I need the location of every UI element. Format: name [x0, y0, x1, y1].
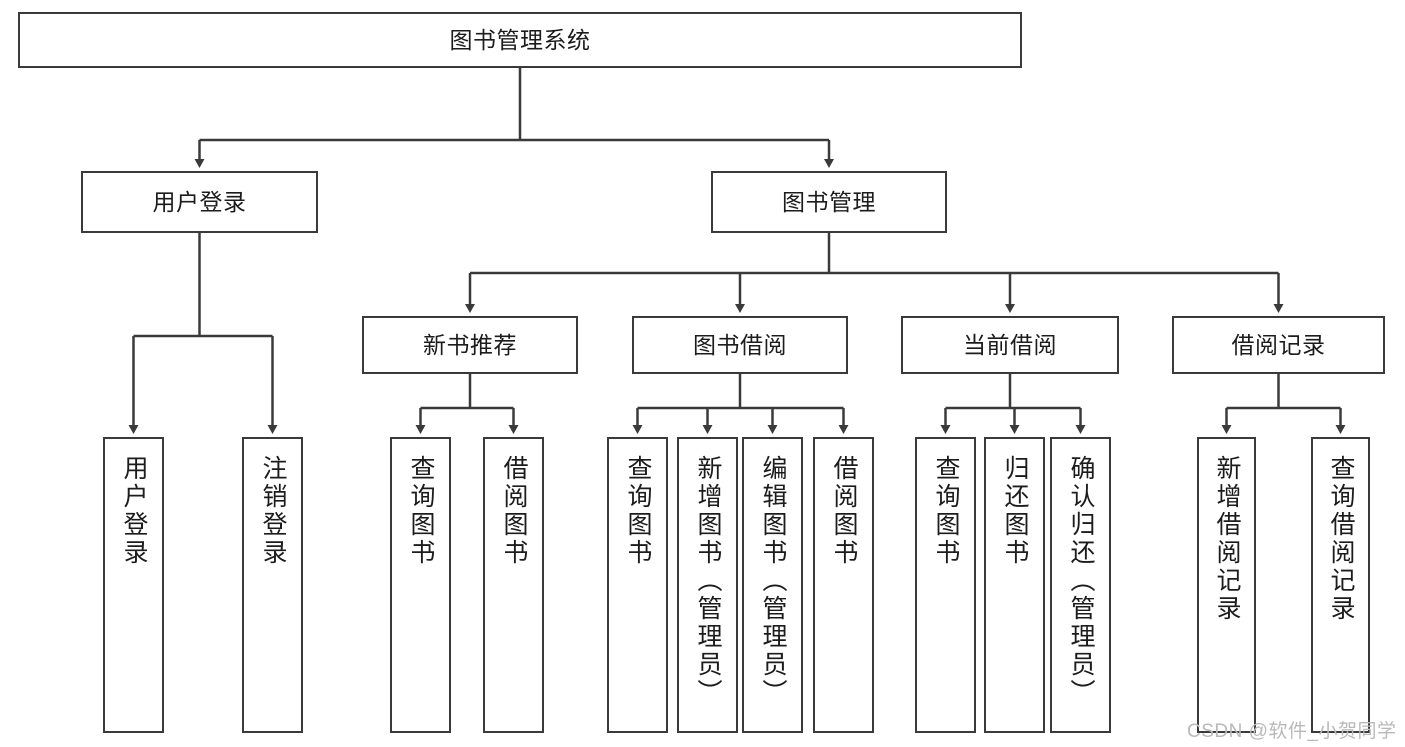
node-l3-borrow-record[interactable]: 借阅记录	[1172, 316, 1385, 374]
node-leaf-borrow-book-a[interactable]: 借阅图书	[483, 437, 544, 733]
node-leaf-borrow-book-b[interactable]: 借阅图书	[813, 437, 874, 733]
node-label: 当前借阅	[963, 331, 1057, 358]
node-label: 图书管理系统	[449, 26, 591, 53]
node-l3-new-book-rec[interactable]: 新书推荐	[362, 316, 578, 374]
node-label: 查询图书	[624, 455, 652, 567]
node-label: 借阅图书	[500, 455, 528, 567]
node-label: 借阅图书	[830, 455, 858, 567]
node-label: 新书推荐	[423, 331, 517, 358]
node-label: 借阅记录	[1231, 331, 1326, 358]
node-label: 查询借阅记录	[1327, 455, 1355, 623]
node-label: 图书管理	[782, 188, 876, 215]
node-leaf-query-book-c[interactable]: 查询图书	[915, 437, 976, 733]
node-leaf-add-record[interactable]: 新增借阅记录	[1197, 437, 1256, 733]
node-leaf-user-logout[interactable]: 注销登录	[242, 437, 303, 733]
node-leaf-query-book-a[interactable]: 查询图书	[390, 437, 451, 733]
node-leaf-query-book-b[interactable]: 查询图书	[607, 437, 668, 733]
node-root[interactable]: 图书管理系统	[18, 12, 1022, 68]
node-label: 新增图书（管理员）	[694, 455, 722, 707]
node-leaf-confirm-return[interactable]: 确认归还（管理员）	[1050, 437, 1111, 733]
node-l3-book-borrow[interactable]: 图书借阅	[632, 316, 848, 374]
node-leaf-user-login[interactable]: 用户登录	[103, 437, 164, 733]
node-label: 新增借阅记录	[1213, 455, 1241, 623]
node-label: 用户登录	[120, 455, 148, 567]
node-leaf-query-record[interactable]: 查询借阅记录	[1311, 437, 1370, 733]
node-label: 注销登录	[259, 455, 287, 567]
node-label: 查询图书	[407, 455, 435, 567]
node-l3-current-borrow[interactable]: 当前借阅	[901, 316, 1119, 374]
node-label: 图书借阅	[693, 331, 787, 358]
node-l2-user-login[interactable]: 用户登录	[81, 171, 318, 233]
node-leaf-return-book[interactable]: 归还图书	[984, 437, 1045, 733]
node-l2-book-mgmt[interactable]: 图书管理	[711, 171, 947, 233]
node-leaf-edit-book[interactable]: 编辑图书（管理员）	[742, 437, 803, 733]
node-label: 编辑图书（管理员）	[759, 455, 787, 707]
node-leaf-add-book[interactable]: 新增图书（管理员）	[677, 437, 738, 733]
node-label: 用户登录	[152, 188, 247, 215]
node-label: 归还图书	[1001, 455, 1029, 567]
node-label: 查询图书	[932, 455, 960, 567]
node-label: 确认归还（管理员）	[1067, 455, 1095, 707]
